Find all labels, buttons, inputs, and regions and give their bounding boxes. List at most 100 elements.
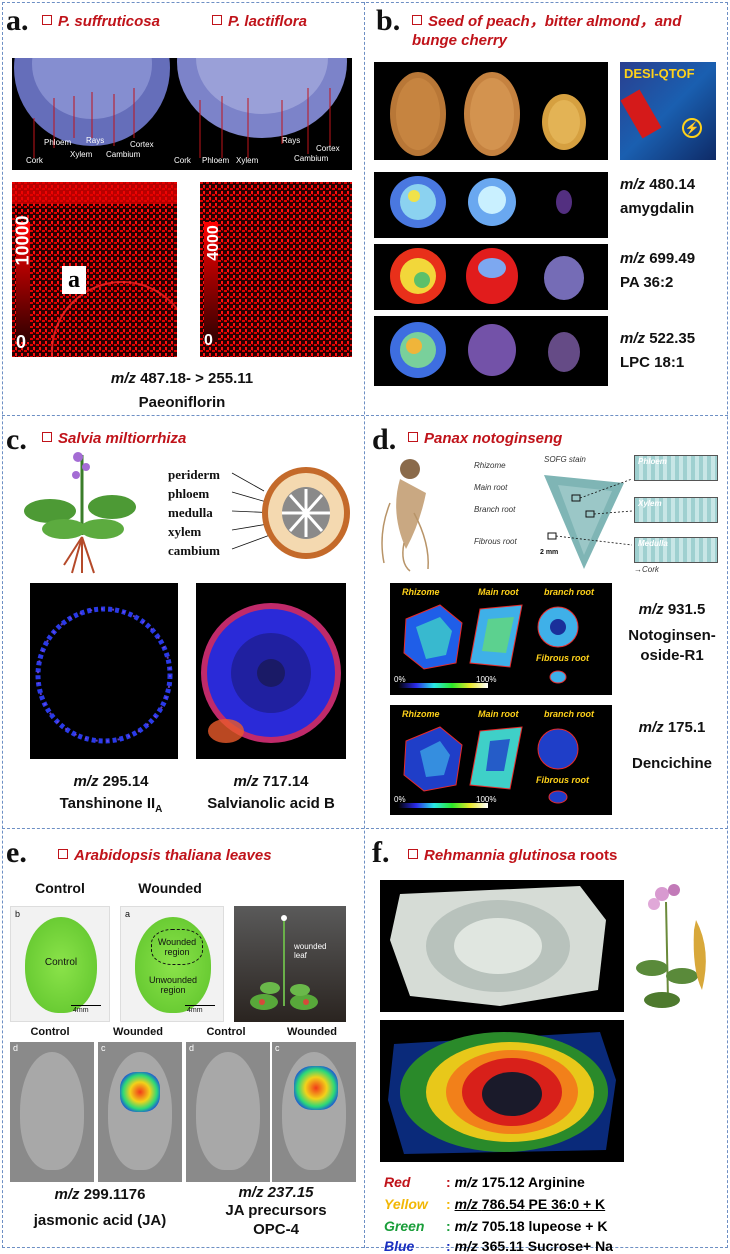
wounded-region-label: Wounded region [157,937,197,957]
intensity-colorbar [204,222,218,342]
wounded-region-outline [151,929,203,965]
panel-a: a. P. suffruticosa P. lactiflora Phloem … [0,0,364,415]
image-label: branch root [544,587,595,597]
instrument-photo: DESI-QTOF ⚡ [620,62,716,160]
disc-heatmap [201,603,341,743]
seed-photo [374,62,608,160]
leaf-shape [25,917,97,1013]
left-compound: jasmonic acid (JA) [33,1212,167,1229]
signal-hotspot [294,1066,338,1110]
panel-e-letter: e [6,836,20,869]
mz-value: 295.14 [102,773,149,790]
scale-max: 100% [476,795,497,804]
row-2-mz: m/z 699.49 [620,250,695,267]
panel-f-title-rest: roots [575,847,618,864]
tissue-label: Phloem [202,156,230,165]
ring-heatmap [35,606,173,744]
image-label: branch root [544,709,595,719]
legend-color-name: Green [384,1218,425,1234]
panel-c-label: c. [6,423,27,456]
ms-row-3-drawing [390,322,580,378]
wounded-column-header: Wounded [138,880,202,896]
mz-value: 175.1 [667,719,706,736]
stain-label: SOFG stain [544,455,586,464]
panel-b-label: b. [376,4,401,37]
image-letter: a [125,909,131,919]
panel-a-species-2: P. lactiflora [228,13,307,30]
legend-color-name: Yellow [384,1196,428,1212]
zoom-label: Medulla [638,539,668,548]
tissue-label: Cork [26,156,43,165]
panel-e-label: e. [6,836,27,869]
image-letter: c [275,1043,280,1053]
row-1-mz: m/z 480.14 [620,176,695,193]
rehmannia-ms-image [380,1020,624,1162]
right-mz: m/z 717.14 [196,773,346,790]
mz-value: 522.35 [649,330,696,347]
colorbar-max: 4000 [204,225,222,261]
square-bullet-icon [412,15,422,25]
row-divider-1 [2,415,728,416]
panel-f-title: Rehmannia glutinosa roots [408,846,617,865]
panel-d-letter: d [372,423,389,456]
tissue-label: xylem [168,524,202,539]
square-bullet-icon [58,849,68,859]
mz-value: 237.15 [267,1184,314,1201]
mz-prefix: m/z [110,370,136,387]
plant-photo: wounded leaf [234,906,346,1022]
ms-wounded-header: Wounded [287,1026,337,1038]
mz-value: 717.14 [262,773,309,790]
mz-prefix: m/z [620,250,646,267]
panel-c-letter: c [6,423,20,456]
legend-blue: Blue: m/z 365.11 Sucrose+ Na [384,1238,613,1254]
notoginsenoside-ms-image: Rhizome Main root branch root Fibrous ro… [390,583,612,695]
mz-prefix: m/z [638,601,664,618]
right-compound: Salvianolic acid B [207,795,335,812]
row-1-compound: amygdalin [620,200,695,217]
panel-b-letter: b [376,4,393,37]
scale-min: 0% [394,795,406,804]
panel-e-title: Arabidopsis thaliana leaves [58,846,272,865]
legend-green: Green: m/z 705.18 lupeose + K [384,1218,608,1234]
square-bullet-icon [42,15,52,25]
ms-row-1-drawing [398,604,579,688]
panel-a-histology-image: Phloem Rays Cortex Cork Xylem Cambium Ra… [12,58,352,170]
panel-e: e. Arabidopsis thaliana leaves Control W… [0,828,364,1248]
image-letter: c [101,1043,106,1053]
panel-a-ms-image-left: 10000 0 a [12,182,177,357]
panel-a-compound: Paeoniflorin [138,394,226,411]
right-compound-line-3: OPC-4 [253,1221,299,1238]
tissue-label: cambium [168,543,220,558]
legend-mz: 175.12 [481,1174,525,1190]
image-label: Main root [478,709,519,719]
colorbar-max: 10000 [12,215,33,266]
panel-a-title-1: P. suffruticosa [42,12,160,31]
leaf-shape [196,1052,260,1170]
intensity-colorbar [16,222,30,342]
panel-b-title-line-2: bunge cherry [412,32,508,49]
ms-image-control-1: d [10,1042,94,1182]
tissue-label: Xylem [236,156,259,165]
image-label: Main root [478,587,519,597]
panel-a-letter: a [6,4,21,37]
left-mz: m/z 295.14 [36,773,186,790]
subscript: A [155,804,163,815]
legend-compound: lupeose + K [528,1218,608,1234]
mz-value: 931.5 [667,601,706,618]
panel-b-title: Seed of peach，bitter almond，and bunge che… [412,12,681,50]
heatmap-texture [200,182,352,357]
ms-row-2-image [374,244,608,310]
legend-compound: PE 36:0 + K [528,1196,606,1212]
tissue-label: Cambium [106,150,141,159]
panel-c-title: Salvia miltiorrhiza [42,429,186,448]
square-bullet-icon [408,432,418,442]
square-bullet-icon [408,849,418,859]
tissue-label: Xylem [70,150,93,159]
panel-d: d. Panax notoginseng Rhizome Main root B… [364,415,728,828]
row-2-mz: m/z 175.1 [622,719,722,736]
image-label: Fibrous root [536,775,589,785]
panel-b-title-line-1: Seed of peach，bitter almond，and [428,13,682,30]
medulla-zoom: Medulla [634,537,718,563]
zoom-label: Xylem [638,499,662,508]
row-divider-2 [2,828,728,829]
